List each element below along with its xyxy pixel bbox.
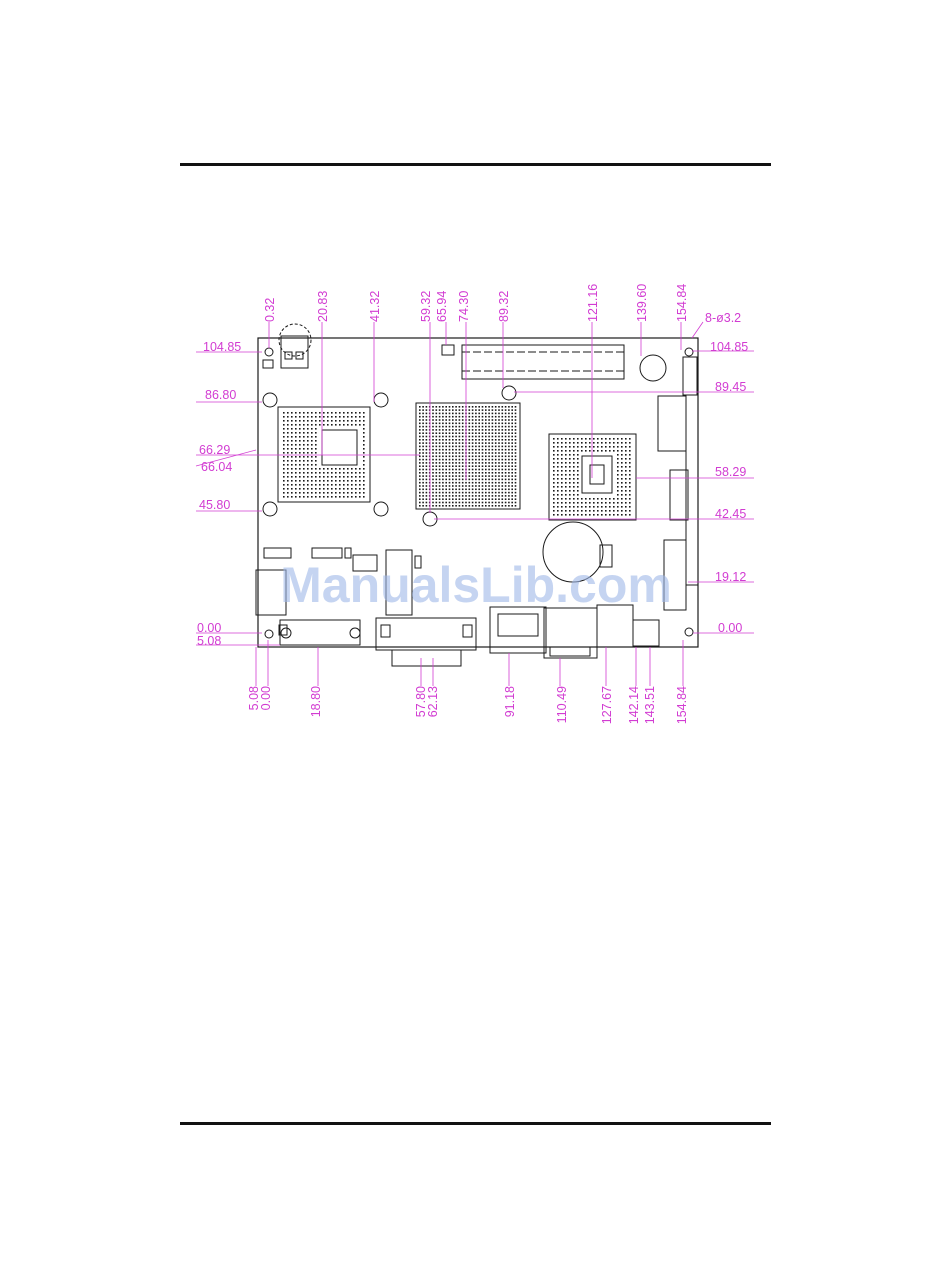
chip-center-bga <box>416 403 520 509</box>
dim-top-1: 20.83 <box>316 291 330 322</box>
right-edge-header <box>658 396 686 451</box>
vga-connector <box>376 618 476 650</box>
dim-bottom-6: 110.49 <box>555 686 569 723</box>
power-jack-outline <box>279 324 311 356</box>
dim-bottom-2: 18.80 <box>309 686 323 717</box>
mounting-hole <box>263 393 277 407</box>
dim-bottom-10: 154.84 <box>675 686 689 724</box>
memory-slot <box>462 345 624 379</box>
mounting-hole <box>685 628 693 636</box>
mounting-hole <box>374 502 388 516</box>
mounting-hole <box>263 502 277 516</box>
usb-lan-connector <box>544 608 597 658</box>
dim-right-0: 8-ø3.2 <box>705 311 741 325</box>
dim-right-3: 58.29 <box>715 465 746 479</box>
dim-bottom-1: 0.00 <box>259 686 273 710</box>
dim-top-4: 65.94 <box>435 291 449 322</box>
dim-top-5: 74.30 <box>457 291 471 322</box>
dim-bottom-9: 143.51 <box>643 686 657 724</box>
dim-right-4: 42.45 <box>715 507 746 521</box>
right-dimension-labels: 8-ø3.2 104.85 89.45 58.29 42.45 19.12 0.… <box>705 311 748 635</box>
dim-top-7: 121.16 <box>586 284 600 322</box>
dim-left-6: 5.08 <box>197 634 221 648</box>
watermark: ManualsLib.com <box>280 557 672 613</box>
mounting-hole <box>685 348 693 356</box>
dim-left-5: 0.00 <box>197 621 221 635</box>
dim-left-1: 86.80 <box>205 388 236 402</box>
mounting-hole <box>374 393 388 407</box>
dim-right-1: 104.85 <box>710 340 748 354</box>
dim-bottom-7: 127.67 <box>600 686 614 724</box>
left-dimension-labels: 104.85 86.80 66.29 66.04 45.80 0.00 5.08 <box>197 340 241 648</box>
dim-left-3: 66.04 <box>201 460 232 474</box>
dim-right-2: 89.45 <box>715 380 746 394</box>
dim-top-6: 89.32 <box>497 291 511 322</box>
dim-top-2: 41.32 <box>368 291 382 322</box>
dim-left-4: 45.80 <box>199 498 230 512</box>
mounting-hole <box>502 386 516 400</box>
dim-left-2: 66.29 <box>199 443 230 457</box>
bottom-dimension-labels: 5.08 0.00 18.80 57.80 62.13 91.18 110.49… <box>247 686 689 724</box>
dim-bottom-5: 91.18 <box>503 686 517 717</box>
mounting-hole <box>265 630 273 638</box>
dim-left-0: 104.85 <box>203 340 241 354</box>
usb-connector <box>633 620 659 646</box>
dim-bottom-4: 62.13 <box>426 686 440 717</box>
bga-pin-grids <box>283 406 631 516</box>
dim-top-0: 0.32 <box>263 298 277 322</box>
top-dimension-labels: 0.32 20.83 41.32 59.32 65.94 74.30 89.32… <box>263 284 689 322</box>
dim-top-3: 59.32 <box>419 291 433 322</box>
dim-right-6: 0.00 <box>718 621 742 635</box>
mounting-hole <box>265 348 273 356</box>
dim-right-5: 19.12 <box>715 570 746 584</box>
dim-top-9: 154.84 <box>675 284 689 322</box>
dim-top-8: 139.60 <box>635 284 649 322</box>
buzzer <box>640 355 666 381</box>
dim-bottom-8: 142.14 <box>627 686 641 724</box>
